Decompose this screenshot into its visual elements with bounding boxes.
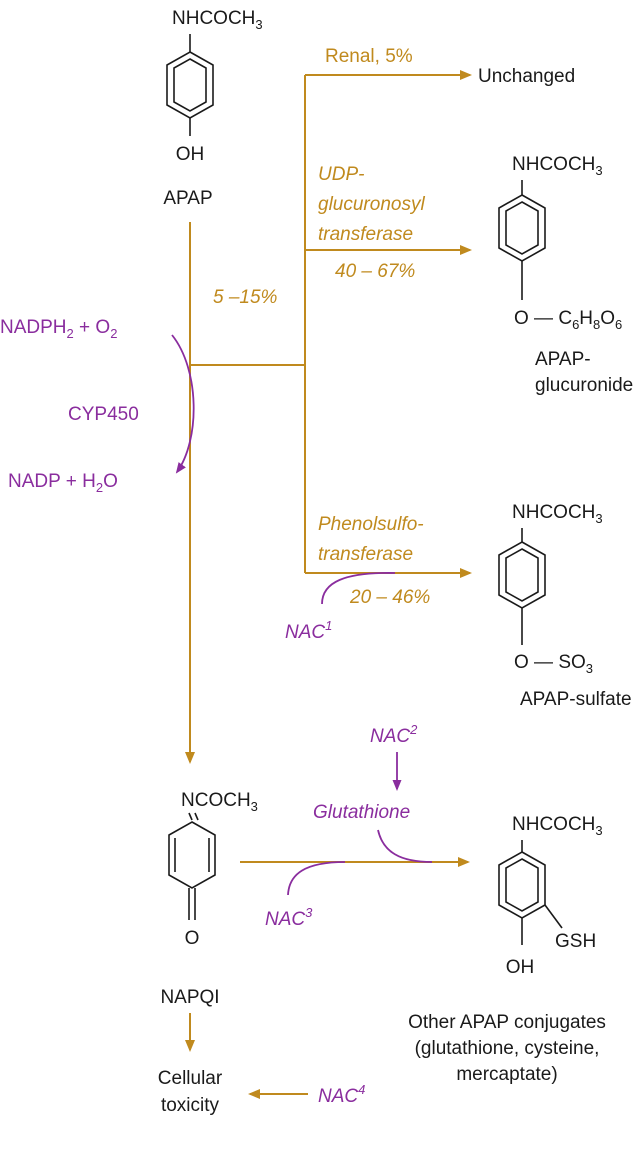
apap-top-group: NHCOCH3 — [172, 8, 263, 32]
sult-label-line2: transferase — [318, 544, 413, 565]
sulfation-branch: Phenolsulfo- transferase 20 – 46% NAC1 N… — [285, 502, 632, 710]
glucuronide-top-group: NHCOCH3 — [512, 154, 603, 178]
napqi-bond-top — [188, 812, 193, 821]
nac4-label: NAC4 — [318, 1082, 365, 1107]
glucuronide-o-group: O — C6H8O6 — [514, 308, 622, 332]
ugt-label-line2: glucuronosyl — [318, 194, 425, 215]
apap-structure: NHCOCH3 OH APAP — [163, 8, 262, 209]
sult-label-line1: Phenolsulfo- — [318, 514, 424, 535]
napqi-name: NAPQI — [160, 987, 219, 1008]
conjugate-gsh: GSH — [555, 931, 596, 952]
cyp450-cofactors: NADPH2 + O2 CYP450 NADP + H2O — [0, 317, 195, 495]
conjugate-top-group: NHCOCH3 — [512, 814, 603, 838]
conjugate-name-line1: Other APAP conjugates — [408, 1012, 606, 1033]
nac3-label: NAC3 — [265, 905, 313, 930]
ugt-label-line3: transferase — [318, 224, 413, 245]
glucuronide-name-line2: glucuronide — [535, 375, 633, 396]
toxicity-line2: toxicity — [161, 1095, 220, 1116]
glucuronide-name-line1: APAP- — [535, 349, 591, 370]
cyp450-label: CYP450 — [68, 404, 139, 425]
conjugate-bond-gsh — [544, 904, 563, 929]
ugt-label-line1: UDP- — [318, 164, 364, 185]
glucuronide-ring-inner — [505, 201, 539, 255]
nac1-label: NAC1 — [285, 618, 332, 643]
toxicity-branch: Cellular toxicity NAC4 — [158, 1013, 365, 1116]
cyp450-curved-arrow — [171, 334, 195, 474]
apap-ring-inner — [173, 58, 207, 112]
sulfate-ring-inner — [505, 548, 539, 602]
sulfate-name: APAP-sulfate — [520, 689, 632, 710]
conjugate-name-line3: mercaptate) — [456, 1064, 557, 1085]
conjugation-branch: NAC2 Glutathione NAC3 NHCOCH3 GSH OH Oth… — [240, 722, 606, 1085]
sulfate-o-group: O — SO3 — [514, 652, 593, 676]
napqi-structure: NCOCH3 O NAPQI — [160, 790, 257, 1008]
nac1-curve — [321, 572, 396, 605]
napqi-quinone-ring — [168, 821, 216, 889]
ugt-percent: 40 – 67% — [335, 261, 415, 282]
sult-percent: 20 – 46% — [349, 587, 430, 608]
glutathione-curve — [377, 829, 433, 863]
cofactor-input: NADPH2 + O2 — [0, 317, 117, 341]
branch-percent: 5 –15% — [213, 287, 278, 308]
glutathione-label: Glutathione — [313, 802, 410, 823]
nac2-label: NAC2 — [370, 722, 418, 747]
napqi-o: O — [185, 928, 200, 949]
sulfate-top-group: NHCOCH3 — [512, 502, 603, 526]
napqi-top-group: NCOCH3 — [181, 790, 258, 814]
nac3-curve — [287, 861, 346, 896]
unchanged-label: Unchanged — [478, 66, 575, 87]
conjugate-ring-inner — [505, 858, 539, 912]
conjugate-oh: OH — [506, 957, 535, 978]
toxicity-line1: Cellular — [158, 1068, 223, 1089]
apap-name: APAP — [163, 188, 212, 209]
renal-label: Renal, 5% — [325, 46, 413, 67]
glucuronidation-branch: UDP- glucuronosyl transferase 40 – 67% N… — [318, 154, 633, 396]
apap-oh: OH — [176, 144, 205, 165]
napqi-bond-top-2 — [194, 812, 199, 821]
cofactor-output: NADP + H2O — [8, 471, 118, 495]
conjugate-name-line2: (glutathione, cysteine, — [415, 1038, 600, 1059]
